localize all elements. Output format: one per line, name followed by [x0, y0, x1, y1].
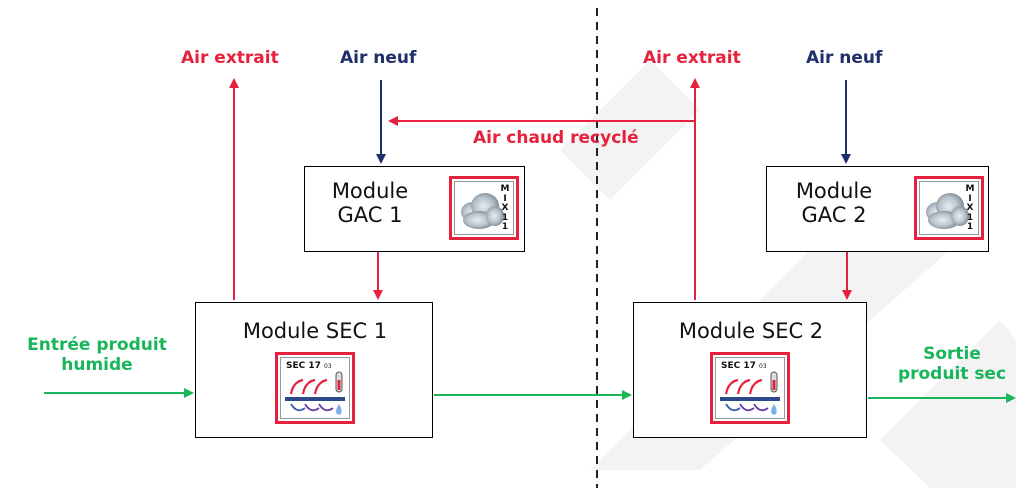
cloud-mix-icon: MIX 11 — [449, 176, 519, 240]
entree-produit-label: Entrée produit humide — [27, 335, 167, 375]
air-extrait-label-1: Air extrait — [181, 48, 279, 68]
module-gac1-icon-text: MIX 11 — [500, 184, 510, 232]
module-gac2-icon-text: MIX 11 — [965, 184, 975, 232]
module-sec2-title: Module SEC 2 — [678, 319, 824, 343]
module-gac1-title: Module GAC 1 — [331, 179, 409, 227]
module-gac2-box: Module GAC 2 MIX 11 — [766, 166, 989, 252]
drying-sec-icon: SEC 17 03 — [710, 352, 790, 424]
drying-sec-icon: SEC 17 03 — [275, 352, 355, 424]
module-sec2-icon-label: SEC 17 03 — [721, 361, 767, 371]
sortie-produit-label: Sortie produit sec — [897, 344, 1007, 384]
air-neuf-label-1: Air neuf — [340, 48, 417, 68]
module-sec1-icon-label: SEC 17 03 — [286, 361, 332, 371]
air-chaud-recycle-label: Air chaud recyclé — [473, 128, 639, 148]
module-gac1-box: Module GAC 1 MIX 11 — [304, 166, 525, 252]
air-neuf-label-2: Air neuf — [806, 48, 883, 68]
module-sec1-box: Module SEC 1 SEC 17 03 — [195, 302, 433, 438]
module-gac2-title: Module GAC 2 — [795, 179, 873, 227]
air-extrait-label-2: Air extrait — [643, 48, 741, 68]
module-sec1-title: Module SEC 1 — [242, 319, 388, 343]
cloud-mix-icon: MIX 11 — [914, 176, 984, 240]
module-sec2-box: Module SEC 2 SEC 17 03 — [633, 302, 867, 438]
